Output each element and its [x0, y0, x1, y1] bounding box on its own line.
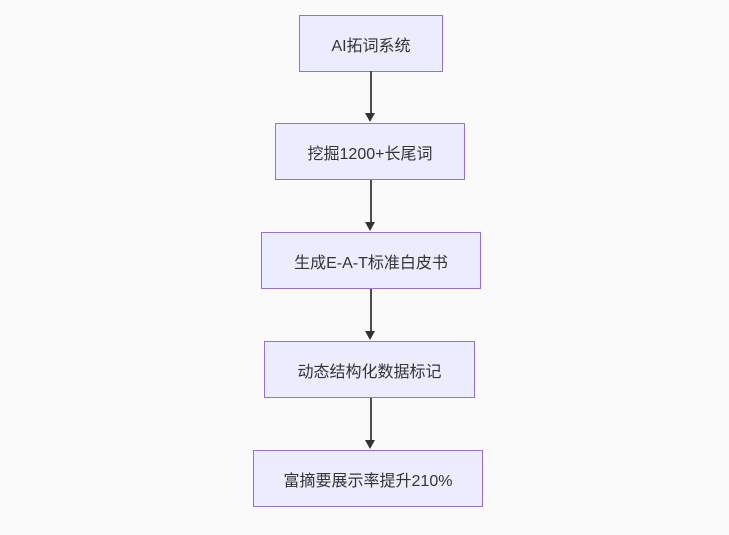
- edge-n1-n2-line: [369, 71, 372, 114]
- edge-n3-n4-line: [369, 289, 372, 332]
- flow-node-ai-word-system: AI拓词系统: [299, 15, 443, 72]
- flow-node-label: 生成E-A-T标准白皮书: [294, 254, 448, 272]
- flow-node-structured-data: 动态结构化数据标记: [264, 341, 475, 398]
- arrowhead-down-icon: [365, 222, 375, 231]
- edge-n2-n3-line: [369, 180, 372, 223]
- flow-node-eat-whitepaper: 生成E-A-T标准白皮书: [261, 232, 481, 289]
- arrowhead-down-icon: [365, 331, 375, 340]
- flow-node-label: AI拓词系统: [331, 37, 411, 55]
- flow-node-longtail-mining: 挖掘1200+长尾词: [275, 123, 465, 180]
- flow-node-label: 动态结构化数据标记: [297, 363, 442, 381]
- flow-node-rich-snippet-result: 富摘要展示率提升210%: [253, 450, 483, 507]
- arrowhead-down-icon: [365, 440, 375, 449]
- flow-node-label: 富摘要展示率提升210%: [283, 472, 453, 490]
- edge-n4-n5-line: [369, 398, 372, 441]
- flow-node-label: 挖掘1200+长尾词: [307, 145, 433, 163]
- arrowhead-down-icon: [365, 113, 375, 122]
